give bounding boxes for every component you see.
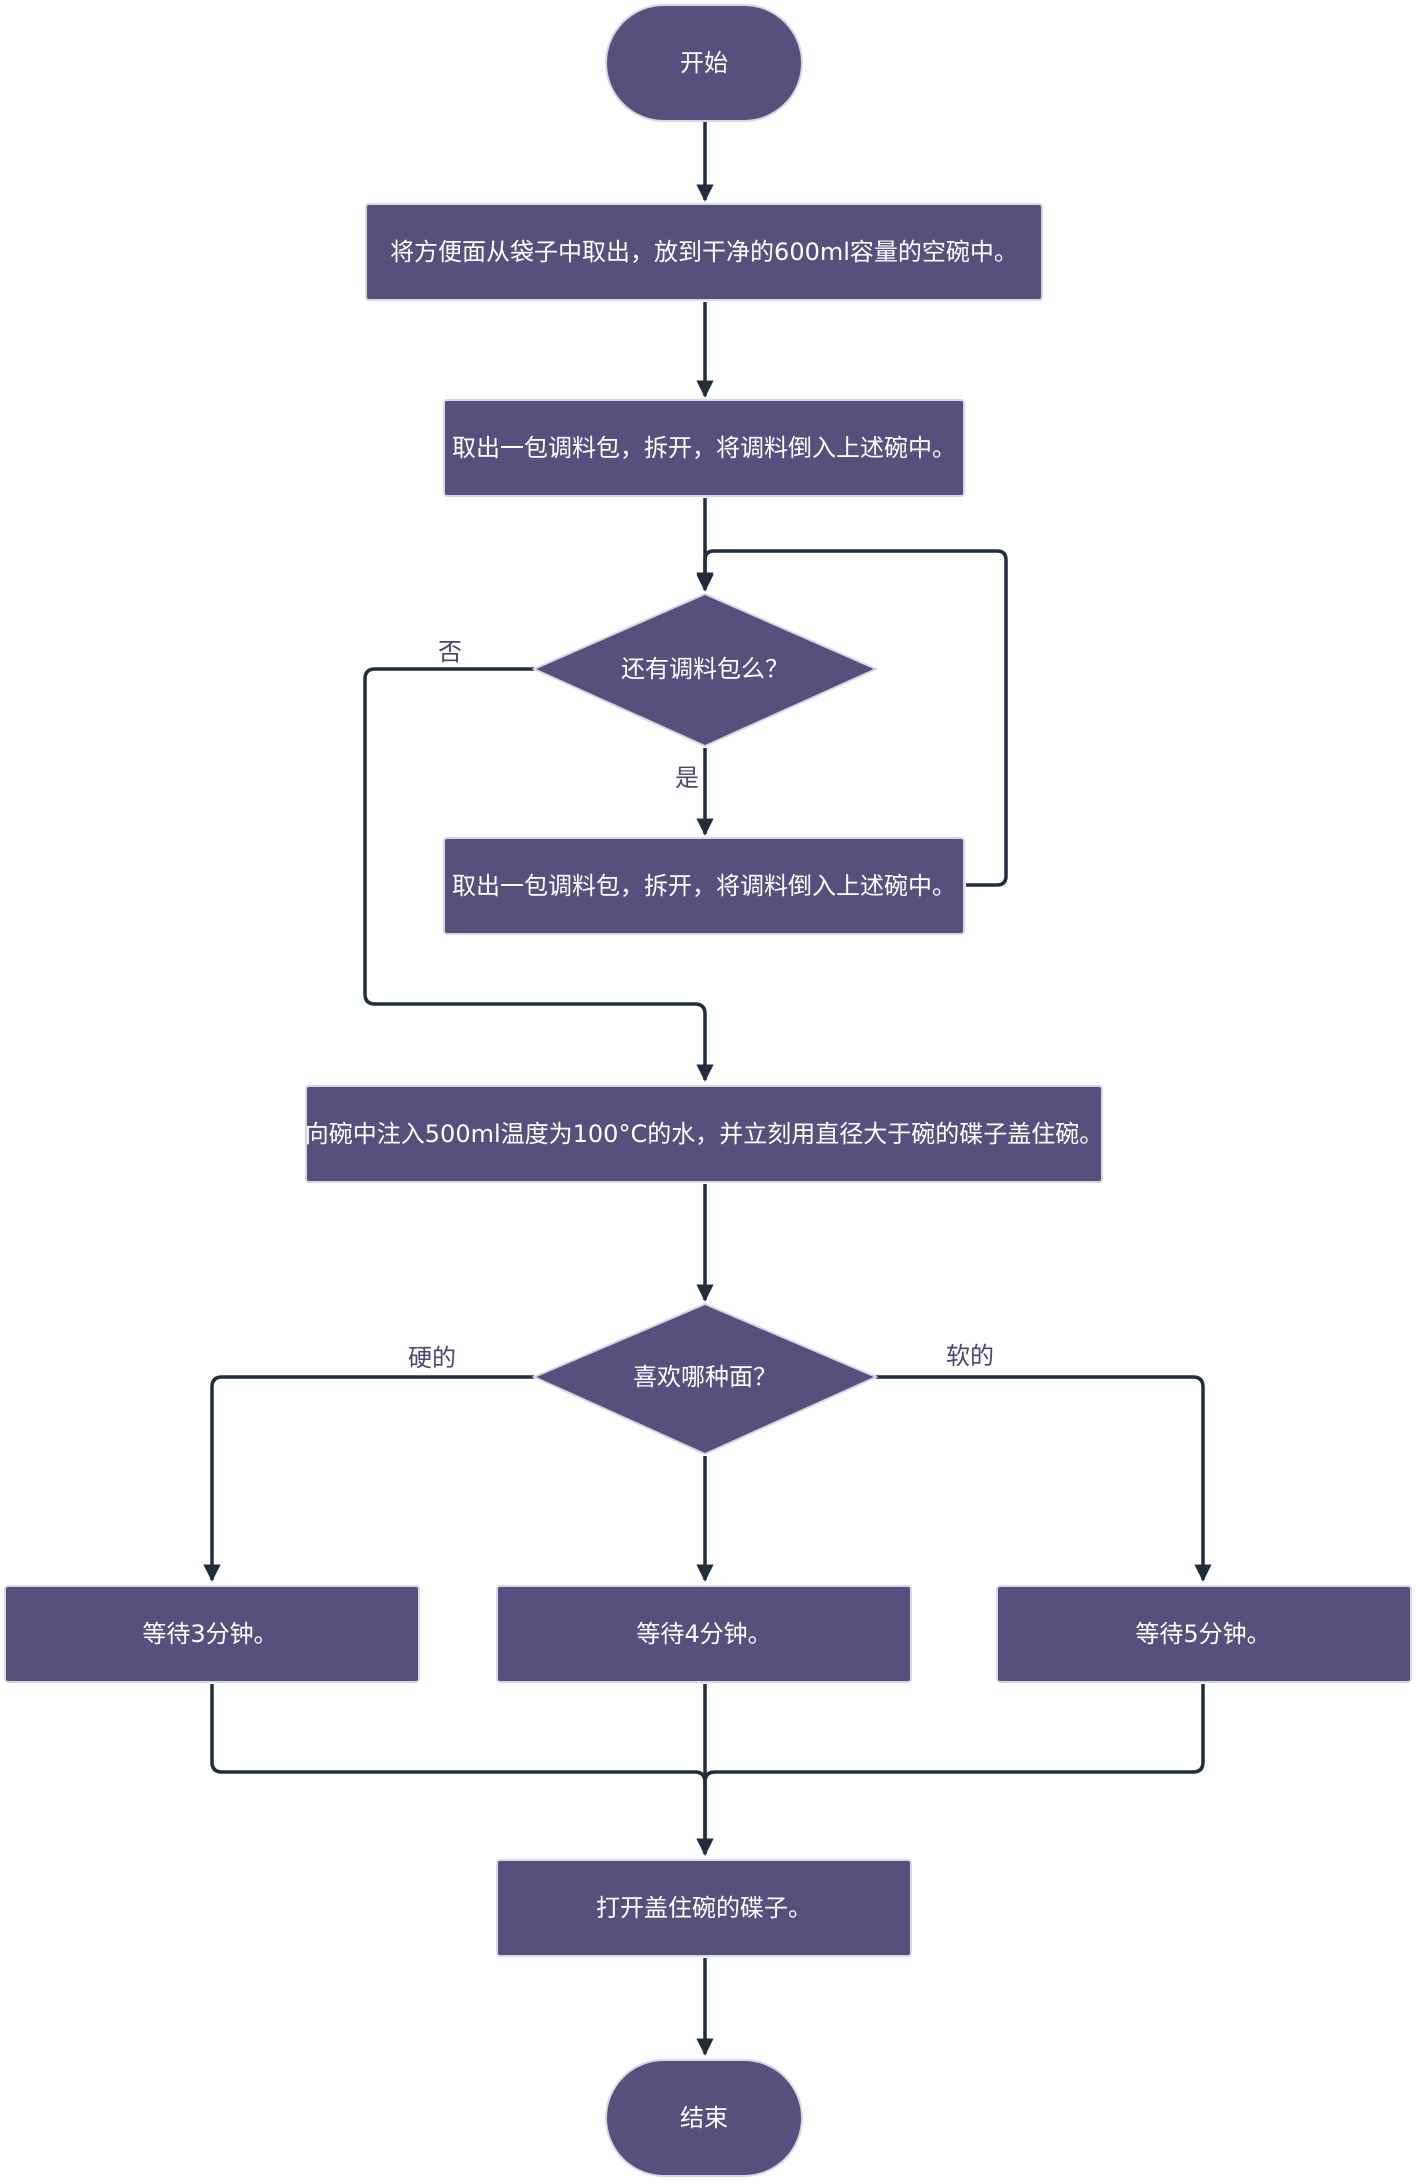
step3-label: 取出一包调料包，拆开，将调料倒入上述碗中。 [452,872,956,900]
step4-label: 向碗中注入500ml温度为100°C的水，并立刻用直径大于碗的碟子盖住碗。 [305,1120,1103,1148]
edge-labels: 否 是 硬的 软的 [408,638,994,1372]
wait4-label: 等待4分钟。 [636,1620,771,1648]
end-node [605,2059,803,2177]
decision2-label: 喜欢哪种面？ [633,1363,777,1391]
step1-box [365,203,1043,301]
step2-label: 取出一包调料包，拆开，将调料倒入上述碗中。 [452,434,956,462]
start-label: 开始 [680,49,728,77]
edge-label-no: 否 [438,638,462,666]
step1-label: 将方便面从袋子中取出，放到干净的600ml容量的空碗中。 [390,238,1018,266]
step2-box [443,399,965,497]
wait4-box [496,1585,912,1683]
decision1-diamond [531,592,879,748]
edge-decision1-no [363,667,714,1082]
start-node [605,4,803,122]
edge-decision2-soft [876,1375,1212,1582]
edge-label-yes: 是 [675,764,699,792]
edge-label-hard: 硬的 [408,1344,456,1372]
step3-box [443,837,965,935]
decision2-diamond [531,1302,879,1456]
end-label: 结束 [680,2104,728,2132]
wait3-box [4,1585,420,1683]
edge-label-soft: 软的 [946,1342,994,1370]
step5-label: 打开盖住碗的碟子。 [596,1894,812,1922]
edge-wait3-merge [210,1684,714,1856]
wait5-label: 等待5分钟。 [1135,1620,1270,1648]
decision1-label: 还有调料包么？ [621,655,789,683]
step4-box [305,1085,1103,1183]
wait3-label: 等待3分钟。 [142,1620,277,1648]
edges [203,122,1212,2056]
step5-box [496,1859,912,1957]
edge-decision2-hard [203,1375,534,1582]
edge-step3-loop [696,549,1008,887]
nodes: 开始 将方便面从袋子中取出，放到干净的600ml容量的空碗中。 取出一包调料包，… [4,4,1412,2177]
edge-wait5-merge [703,1684,1205,1783]
wait5-box [996,1585,1412,1683]
